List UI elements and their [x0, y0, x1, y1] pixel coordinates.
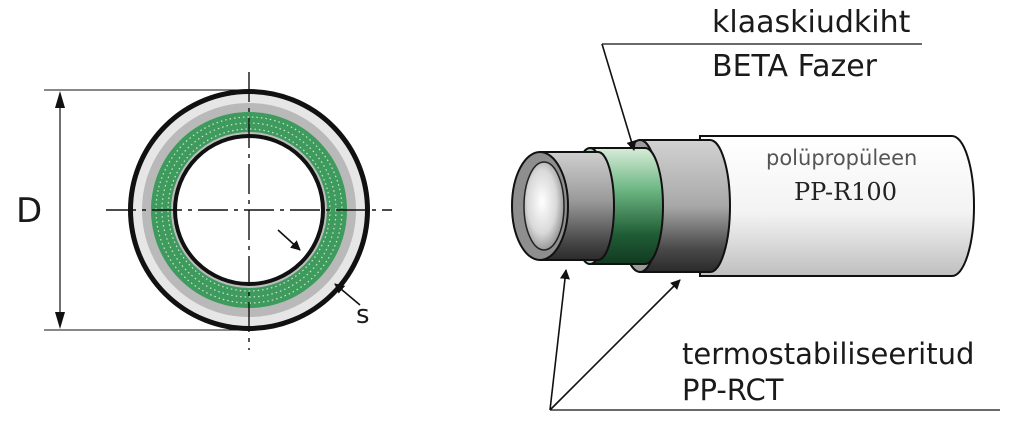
- pipe-end-bore: [523, 161, 565, 251]
- inner-leader-line-2: [549, 279, 681, 411]
- dim-d-arrow-bottom: [55, 312, 65, 329]
- gray-pp-segment: [639, 139, 731, 273]
- wall-arrow-outer: [334, 283, 361, 306]
- outer-pp-body: [699, 135, 975, 277]
- wall-thickness-label: s: [356, 300, 370, 330]
- fiber-layer-label: klaaskiudkiht: [712, 5, 911, 40]
- inner-leader-line-1: [549, 269, 570, 411]
- inner-grade-label: PP-RCT: [682, 373, 784, 407]
- fiber-leader-line: [601, 43, 637, 151]
- inner-layer-leaders: [549, 269, 1000, 411]
- fiber-layer-leader: [601, 43, 922, 151]
- wall-arrow-inner: [277, 229, 301, 251]
- diameter-label: D: [16, 191, 43, 231]
- outer-grade-label: PP-R100: [794, 178, 897, 206]
- pipe-side-view: [511, 135, 975, 277]
- inner-material-label: termostabiliseeritud: [682, 337, 975, 371]
- dim-d-arrow-top: [55, 91, 65, 108]
- cross-section: [44, 72, 392, 350]
- fiber-layer-brand: BETA Fazer: [712, 49, 878, 84]
- outer-material-label: polüpropüleen: [766, 146, 918, 170]
